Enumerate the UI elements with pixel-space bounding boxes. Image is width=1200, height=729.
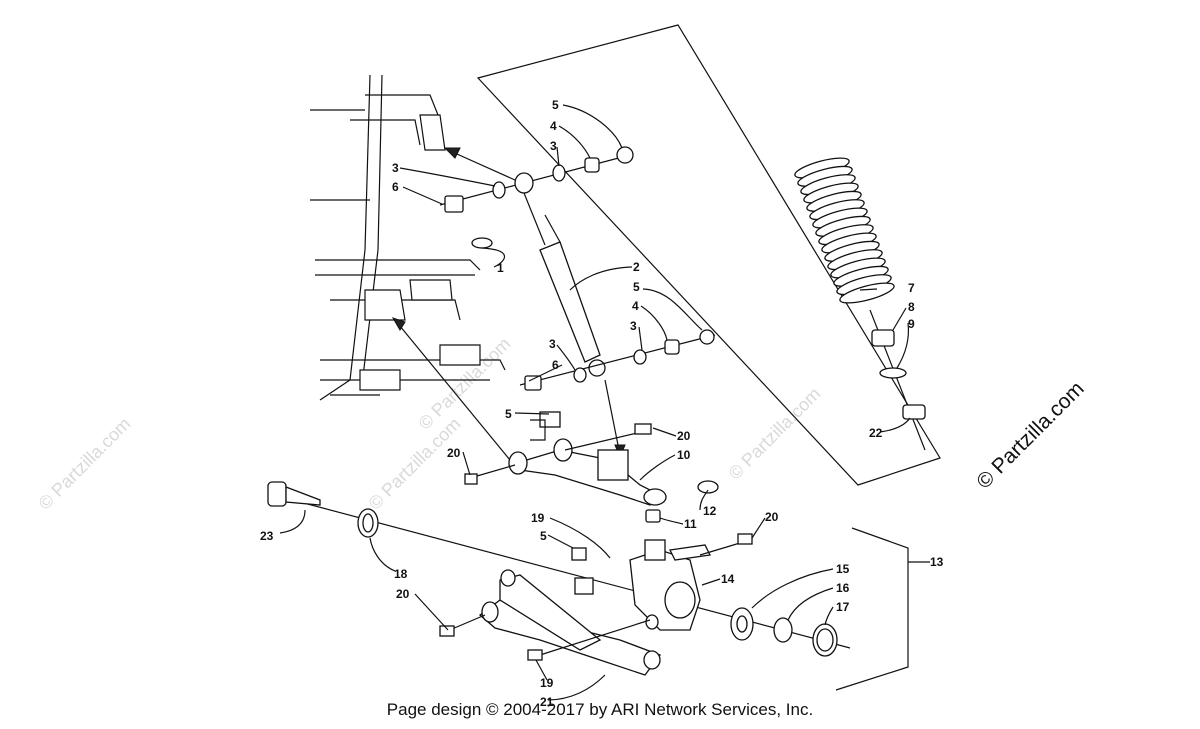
callout-9: 9 bbox=[908, 317, 915, 331]
shock-assembly-frame bbox=[476, 24, 941, 486]
callout-21: 21 bbox=[540, 695, 554, 709]
watermark: © Partzilla.com bbox=[365, 414, 465, 514]
callout-11: 11 bbox=[684, 517, 697, 531]
callout-5: 5 bbox=[540, 529, 547, 543]
callout-16: 16 bbox=[836, 581, 850, 595]
callout-20: 20 bbox=[677, 429, 691, 443]
lower-hardware bbox=[519, 329, 716, 391]
callout-23: 23 bbox=[260, 529, 274, 543]
callout-6: 6 bbox=[552, 358, 559, 372]
callout-1: 1 bbox=[497, 261, 504, 275]
arrow-head bbox=[443, 147, 461, 159]
leader-lines bbox=[279, 104, 930, 701]
callout-7: 7 bbox=[908, 281, 915, 295]
arrow-head bbox=[391, 317, 406, 331]
shock-absorber bbox=[523, 192, 606, 377]
callout-3: 3 bbox=[549, 337, 556, 351]
callout-14: 14 bbox=[721, 572, 735, 586]
arrow-line bbox=[394, 319, 511, 461]
arrow-line bbox=[604, 379, 621, 456]
coil-spring bbox=[794, 157, 895, 304]
callout-4: 4 bbox=[632, 299, 639, 313]
callout-labels: 1 2 3 3 3 3 4 4 5 5 5 5 6 6 7 8 9 10 11 … bbox=[260, 98, 944, 709]
callout-17: 17 bbox=[836, 600, 850, 614]
callout-12: 12 bbox=[703, 504, 717, 518]
callout-8: 8 bbox=[908, 300, 915, 314]
upper-hardware bbox=[439, 146, 634, 249]
spring-coil bbox=[839, 282, 895, 304]
callout-5: 5 bbox=[552, 98, 559, 112]
callout-5: 5 bbox=[505, 407, 512, 421]
spring-seats bbox=[869, 309, 926, 451]
chassis-frame bbox=[310, 74, 506, 401]
callout-20: 20 bbox=[396, 587, 410, 601]
upper-a-arm bbox=[464, 411, 719, 523]
callout-4: 4 bbox=[550, 119, 557, 133]
watermark: © Partzilla.com bbox=[35, 414, 135, 514]
callout-18: 18 bbox=[394, 567, 408, 581]
copyright-footer: Page design © 2004-2017 by ARI Network S… bbox=[386, 700, 814, 719]
callout-3: 3 bbox=[550, 139, 557, 153]
lower-a-arm bbox=[439, 533, 753, 676]
callout-10: 10 bbox=[677, 448, 691, 462]
callout-3: 3 bbox=[630, 319, 637, 333]
hub-bearings bbox=[730, 607, 838, 657]
callout-19: 19 bbox=[531, 511, 545, 525]
callout-20: 20 bbox=[765, 510, 779, 524]
callout-15: 15 bbox=[836, 562, 850, 576]
axle-bolt bbox=[267, 481, 379, 538]
bracket-13 bbox=[835, 527, 909, 691]
steering-knuckle bbox=[629, 539, 711, 631]
callout-22: 22 bbox=[869, 426, 883, 440]
callout-6: 6 bbox=[392, 180, 399, 194]
callout-2: 2 bbox=[633, 260, 640, 274]
axle-line bbox=[284, 497, 851, 649]
watermark-main: © Partzilla.com bbox=[972, 377, 1088, 493]
arrow-line bbox=[447, 149, 516, 181]
callout-3: 3 bbox=[392, 161, 399, 175]
callout-13: 13 bbox=[930, 555, 944, 569]
callout-19: 19 bbox=[540, 676, 554, 690]
callout-5: 5 bbox=[633, 280, 640, 294]
callout-20: 20 bbox=[447, 446, 461, 460]
